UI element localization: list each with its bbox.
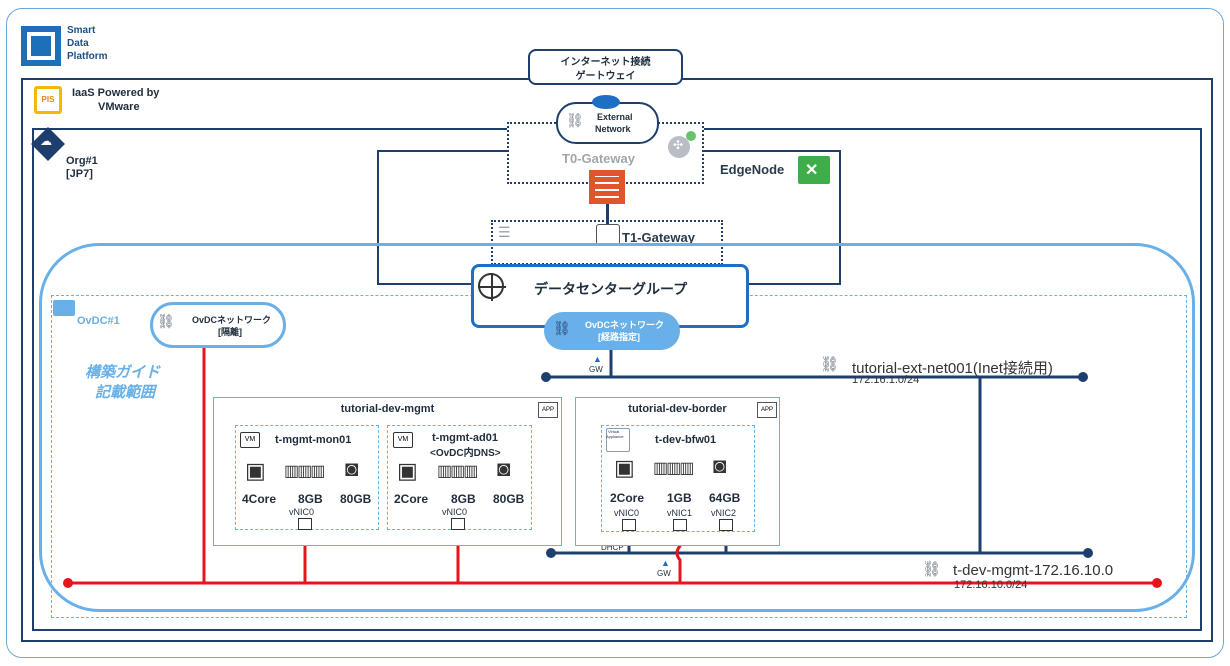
memory-icon-bfw01: ▥▥▥ bbox=[653, 460, 694, 477]
vm-nic1-bfw01: vNIC1 bbox=[667, 508, 693, 518]
network-icon-isolated: ⛓ bbox=[157, 313, 175, 329]
mgmt-net-name: t-dev-mgmt-172.16.10.0 bbox=[953, 562, 1114, 579]
ext-net-cidr: 172.16.1.0/24 bbox=[852, 374, 920, 386]
edgenode-icon bbox=[798, 156, 830, 184]
vm-tag-mon01: VM bbox=[240, 432, 260, 448]
ovdc-icon bbox=[53, 300, 75, 316]
gw-arrow-mgmt: ▲ bbox=[661, 558, 670, 568]
mgmt-net-cidr: 172.16.10.0/24 bbox=[954, 579, 1028, 591]
va-tag-line2: Appliance bbox=[606, 434, 624, 439]
sdp-logo-line2: Data bbox=[67, 38, 89, 49]
network-icon-ext: ⛓ bbox=[566, 112, 584, 128]
platform-frame bbox=[6, 8, 1224, 658]
nic-port-icon-mon01 bbox=[298, 518, 312, 530]
va-tag-line1: Virtual bbox=[608, 429, 620, 434]
nic-port-icon-bfw01-0 bbox=[622, 519, 636, 531]
iaas-label-line2: VMware bbox=[98, 101, 140, 113]
vm-nic0-bfw01: vNIC0 bbox=[614, 508, 640, 518]
dhcp-label: DHCP bbox=[601, 543, 624, 552]
gw-label-ext: GW bbox=[589, 365, 603, 374]
vm-disk-bfw01: 64GB bbox=[709, 491, 741, 505]
ovdc-network-isolated-line2: [隔離] bbox=[218, 327, 242, 337]
vm-name-mon01: t-mgmt-mon01 bbox=[275, 434, 352, 446]
vm-mem-mon01: 8GB bbox=[298, 492, 323, 506]
internet-gateway-box bbox=[528, 49, 683, 85]
nic-port-icon-ad01 bbox=[451, 518, 465, 530]
sdp-logo-line3: Platform bbox=[67, 51, 108, 62]
datacenter-group-label: データセンターグループ bbox=[534, 281, 688, 297]
vm-name-ad01: t-mgmt-ad01 bbox=[432, 432, 499, 444]
disk-icon-mon01: ◙ bbox=[345, 456, 359, 481]
gw-label-mgmt: GW bbox=[657, 569, 671, 578]
disk-icon-ad01: ◙ bbox=[497, 456, 511, 481]
t0-gateway-label: T0-Gateway bbox=[562, 151, 635, 166]
app-tag-border: APP bbox=[757, 402, 777, 418]
connector-dot bbox=[592, 95, 620, 109]
t1-gateway-label: T1-Gateway bbox=[622, 230, 695, 245]
nic-port-icon-bfw01-1 bbox=[673, 519, 687, 531]
datacenter-group-area bbox=[39, 243, 1195, 612]
ovdc-network-isolated-box bbox=[150, 302, 286, 348]
vm-disk-mon01: 80GB bbox=[340, 492, 372, 506]
internet-gateway-line1: インターネット接続 bbox=[560, 57, 651, 68]
vapp-mgmt-title: tutorial-dev-mgmt bbox=[340, 403, 435, 415]
cpu-icon-mon01: ▣ bbox=[245, 458, 266, 483]
sdp-logo-line1: Smart bbox=[67, 25, 96, 36]
org-label-line1: Org#1 bbox=[66, 155, 98, 167]
vm-cpu-bfw01: 2Core bbox=[610, 491, 645, 505]
network-icon-extnet: ⛓ bbox=[820, 356, 840, 373]
vm-disk-ad01: 80GB bbox=[493, 492, 525, 506]
edgenode-label: EdgeNode bbox=[720, 162, 785, 177]
nic-port-icon-bfw01-2 bbox=[719, 519, 733, 531]
memory-icon-mon01: ▥▥▥ bbox=[284, 463, 325, 480]
network-icon-mgmtnet: ⛓ bbox=[922, 561, 942, 578]
ovdc-network-routed-line1: OvDCネットワーク bbox=[585, 320, 665, 330]
guide-scope-line1: 構築ガイド bbox=[85, 364, 161, 381]
vm-subname-ad01: <OvDC内DNS> bbox=[430, 448, 501, 459]
disk-icon-bfw01: ◙ bbox=[713, 453, 727, 478]
cpu-icon-bfw01: ▣ bbox=[614, 455, 635, 480]
vm-mem-bfw01: 1GB bbox=[667, 491, 692, 505]
network-icon-routed: ⛓ bbox=[553, 320, 571, 336]
virtual-appliance-icon bbox=[606, 428, 630, 452]
iaas-label-line1: IaaS Powered by bbox=[72, 87, 160, 99]
router-icon bbox=[668, 136, 690, 158]
external-network-line2: Network bbox=[595, 124, 631, 134]
ovdc-network-routed-box bbox=[544, 312, 680, 350]
vm-tag-ad01: VM bbox=[393, 432, 413, 448]
vm-name-bfw01: t-dev-bfw01 bbox=[655, 434, 717, 446]
guide-scope-line2: 記載範囲 bbox=[95, 384, 156, 401]
memory-icon-ad01: ▥▥▥ bbox=[437, 463, 478, 480]
ovdc-label: OvDC#1 bbox=[77, 315, 120, 327]
vm-nic-ad01: vNIC0 bbox=[442, 507, 468, 517]
vapp-border-title: tutorial-dev-border bbox=[628, 403, 727, 415]
vm-nic-mon01: vNIC0 bbox=[289, 507, 315, 517]
vm-cpu-mon01: 4Core bbox=[242, 492, 277, 506]
ovdc-network-isolated-line1: OvDCネットワーク bbox=[192, 315, 272, 325]
internet-gateway-line2: ゲートウェイ bbox=[575, 71, 636, 82]
cpu-icon-ad01: ▣ bbox=[397, 458, 418, 483]
external-network-line1: External bbox=[597, 112, 633, 122]
switch-icon: ☰ bbox=[498, 224, 511, 240]
app-tag-mgmt: APP bbox=[538, 402, 558, 418]
org-label-line2: [JP7] bbox=[66, 168, 93, 180]
ext-net-name: tutorial-ext-net001(Inet接続用) bbox=[852, 360, 1053, 377]
vm-nic2-bfw01: vNIC2 bbox=[711, 508, 737, 518]
vm-mem-ad01: 8GB bbox=[451, 492, 476, 506]
ovdc-network-routed-line2: [経路指定] bbox=[598, 332, 640, 342]
gw-arrow-ext: ▲ bbox=[593, 354, 602, 364]
vm-cpu-ad01: 2Core bbox=[394, 492, 429, 506]
vm-frame-bfw01 bbox=[601, 425, 755, 532]
